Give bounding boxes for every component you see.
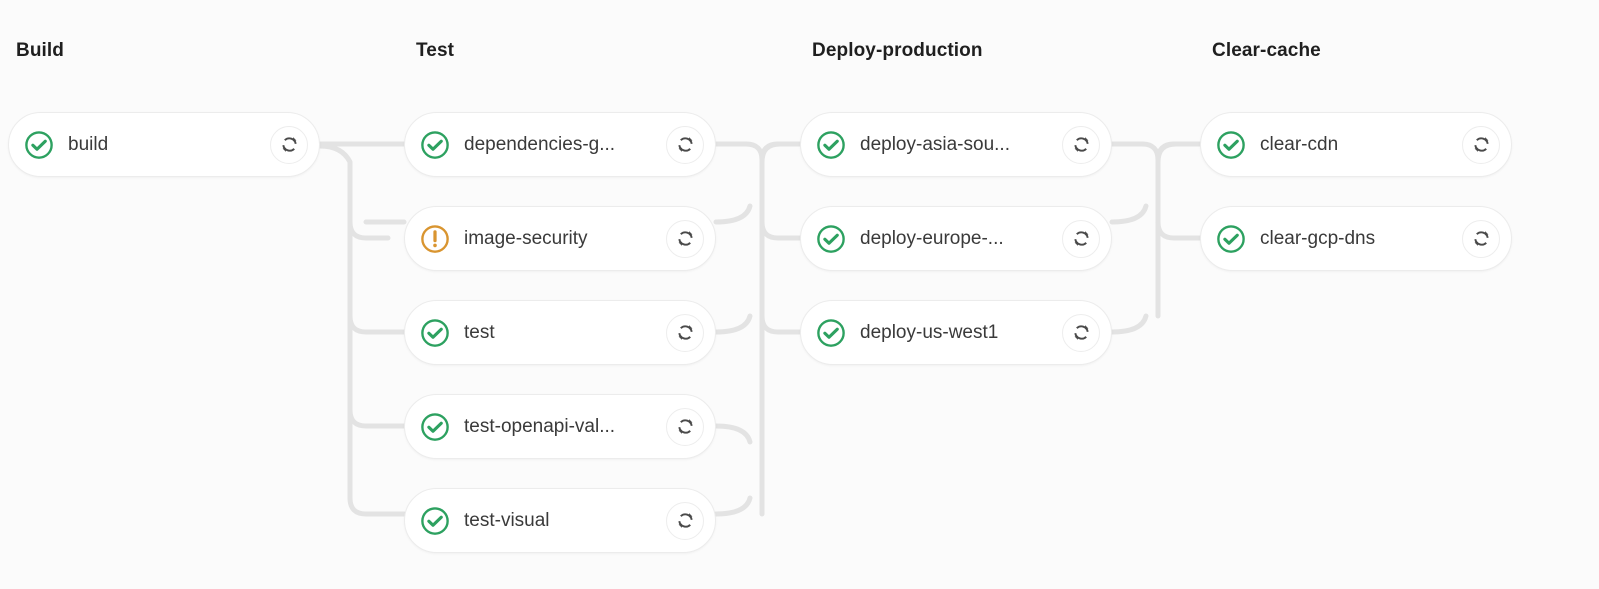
- check-circle-icon: [420, 506, 450, 536]
- job-name: test-openapi-val...: [464, 417, 616, 436]
- check-circle-icon: [816, 318, 846, 348]
- check-circle-icon: [1216, 130, 1246, 160]
- job-card[interactable]: deploy-us-west1: [800, 300, 1112, 365]
- retry-icon: [675, 416, 696, 437]
- retry-icon: [675, 228, 696, 249]
- job-card[interactable]: build: [8, 112, 320, 177]
- job-name: test: [464, 323, 495, 342]
- check-circle-icon: [816, 224, 846, 254]
- retry-icon: [1071, 228, 1092, 249]
- check-circle-icon: [816, 130, 846, 160]
- retry-icon: [675, 322, 696, 343]
- job-card[interactable]: test-openapi-val...: [404, 394, 716, 459]
- job-card[interactable]: dependencies-g...: [404, 112, 716, 177]
- retry-icon: [1071, 134, 1092, 155]
- check-circle-icon: [420, 130, 450, 160]
- job-card[interactable]: clear-gcp-dns: [1200, 206, 1512, 271]
- retry-button[interactable]: [1062, 125, 1100, 164]
- retry-button[interactable]: [666, 313, 704, 352]
- check-circle-icon: [420, 318, 450, 348]
- warning-exclamation-circle-icon: [420, 224, 450, 254]
- stage-title: Deploy-production: [812, 40, 983, 61]
- retry-button[interactable]: [1062, 219, 1100, 258]
- retry-button[interactable]: [270, 125, 308, 164]
- retry-icon: [675, 510, 696, 531]
- job-card[interactable]: test: [404, 300, 716, 365]
- job-card[interactable]: deploy-asia-sou...: [800, 112, 1112, 177]
- check-circle-icon: [1216, 224, 1246, 254]
- retry-icon: [675, 134, 696, 155]
- job-name: clear-cdn: [1260, 135, 1339, 154]
- job-card[interactable]: clear-cdn: [1200, 112, 1512, 177]
- job-name: test-visual: [464, 511, 550, 530]
- stage-title: Test: [416, 40, 455, 61]
- job-name: deploy-asia-sou...: [860, 135, 1010, 154]
- retry-icon: [1471, 228, 1492, 249]
- retry-button[interactable]: [1062, 313, 1100, 352]
- job-card[interactable]: test-visual: [404, 488, 716, 553]
- retry-button[interactable]: [1462, 219, 1500, 258]
- job-card[interactable]: image-security: [404, 206, 716, 271]
- retry-icon: [1071, 322, 1092, 343]
- check-circle-icon: [420, 412, 450, 442]
- retry-icon: [1471, 134, 1492, 155]
- retry-button[interactable]: [666, 407, 704, 446]
- retry-button[interactable]: [1462, 125, 1500, 164]
- job-card[interactable]: deploy-europe-...: [800, 206, 1112, 271]
- job-name: clear-gcp-dns: [1260, 229, 1376, 248]
- stage-title: Build: [16, 40, 64, 61]
- retry-button[interactable]: [666, 125, 704, 164]
- retry-button[interactable]: [666, 219, 704, 258]
- job-name: image-security: [464, 229, 588, 248]
- stage-title: Clear-cache: [1212, 40, 1321, 61]
- retry-icon: [279, 134, 300, 155]
- retry-button[interactable]: [666, 501, 704, 540]
- check-circle-icon: [24, 130, 54, 160]
- job-name: build: [68, 135, 109, 154]
- job-name: deploy-europe-...: [860, 229, 1004, 248]
- job-name: deploy-us-west1: [860, 323, 999, 342]
- job-name: dependencies-g...: [464, 135, 616, 154]
